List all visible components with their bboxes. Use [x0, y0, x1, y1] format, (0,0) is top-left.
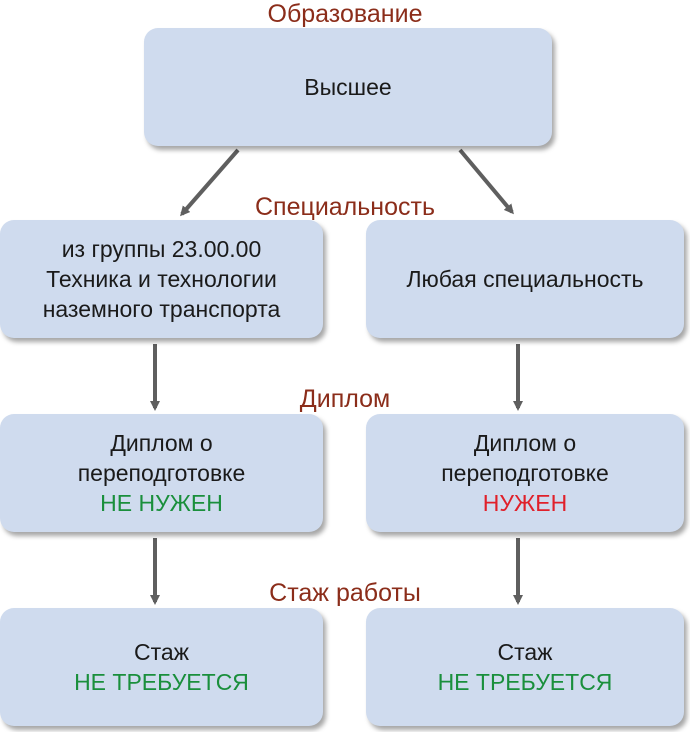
- box-higher-label: Высшее: [304, 74, 392, 100]
- experience-right-label: Стаж: [497, 639, 553, 665]
- heading-education: Образование: [267, 0, 423, 28]
- heading-experience: Стаж работы: [269, 579, 421, 607]
- group-line-2: Техника и технологии: [46, 266, 277, 292]
- heading-diploma: Диплом: [299, 385, 391, 413]
- group-line-3: наземного транспорта: [42, 296, 281, 322]
- box-experience-left: Стаж НЕ ТРЕБУЕТСЯ: [0, 608, 323, 726]
- box-diploma-left: Диплом о переподготовке НЕ НУЖЕН: [0, 414, 323, 532]
- diploma-right-line-1: Диплом о: [473, 430, 577, 456]
- arrow-higher-to-any: [458, 148, 514, 215]
- diploma-right-line-2: переподготовке: [441, 460, 609, 486]
- box-experience-right: Стаж НЕ ТРЕБУЕТСЯ: [366, 608, 684, 726]
- box-specialty-any: Любая специальность: [366, 220, 684, 338]
- box-diploma-right: Диплом о переподготовке НУЖЕН: [366, 414, 684, 532]
- box-specialty-group: из группы 23.00.00 Техника и технологии …: [0, 220, 323, 338]
- group-line-1: из группы 23.00.00: [61, 236, 262, 262]
- heading-specialty: Специальность: [255, 193, 435, 221]
- experience-left-label: Стаж: [133, 639, 190, 665]
- arrow-higher-to-group: [180, 148, 240, 217]
- diploma-left-line-2: переподготовке: [77, 460, 246, 486]
- experience-right-status: НЕ ТРЕБУЕТСЯ: [437, 669, 613, 695]
- any-specialty-label: Любая специальность: [406, 266, 644, 292]
- diploma-left-status: НЕ НУЖЕН: [100, 490, 223, 516]
- box-higher-education: Высшее: [144, 28, 552, 146]
- experience-left-status: НЕ ТРЕБУЕТСЯ: [74, 669, 249, 695]
- diploma-left-line-1: Диплом о: [110, 430, 213, 456]
- diploma-right-status: НУЖЕН: [482, 490, 568, 516]
